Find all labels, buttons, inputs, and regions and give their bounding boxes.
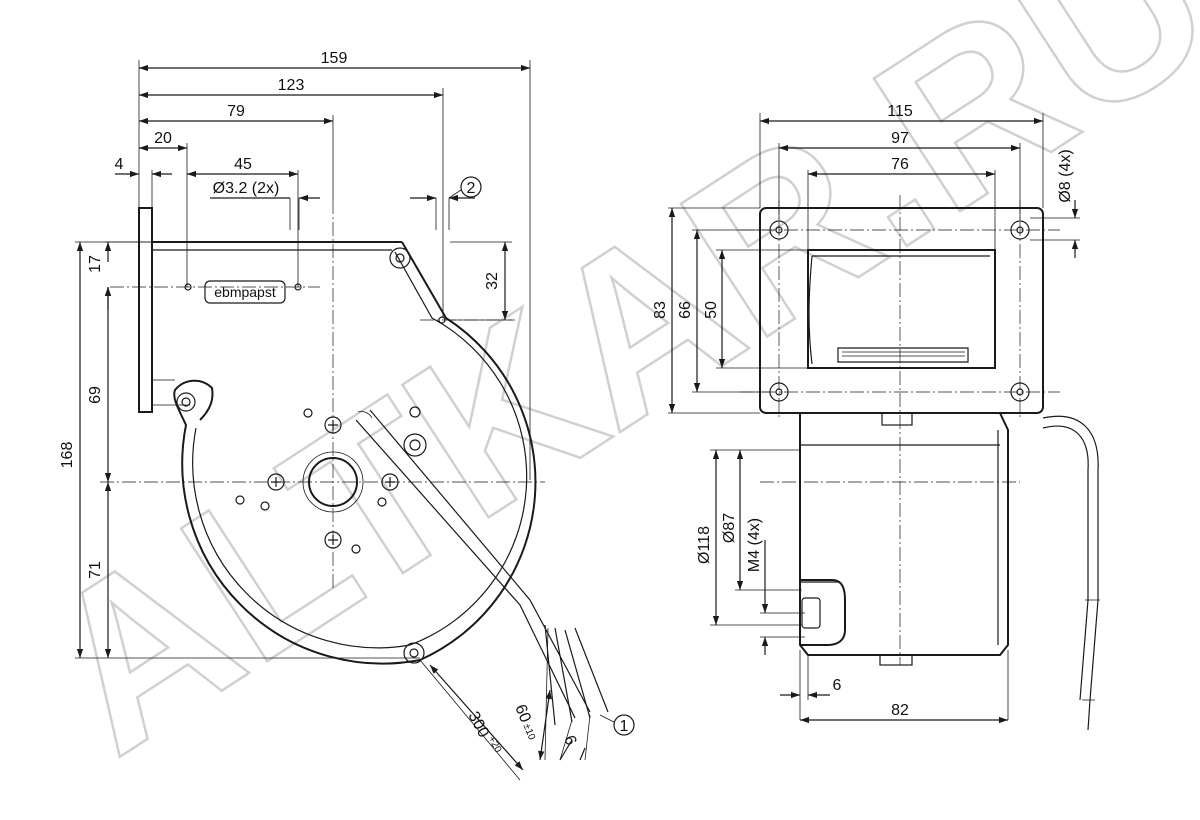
dim-dia-87: Ø87 <box>721 513 738 543</box>
cable-wires <box>544 624 609 726</box>
right-view: 115 97 76 Ø8 (4x) 83 66 50 Ø118 Ø87 M4 (… <box>652 103 1100 731</box>
dim-17: 17 <box>87 255 104 273</box>
dim-32: 32 <box>484 272 501 290</box>
ebmpapst-logo-plate <box>204 280 286 304</box>
dim-168: 168 <box>59 442 76 469</box>
dim-66: 66 <box>677 301 694 319</box>
motor-foot <box>879 654 913 666</box>
callout-1 <box>613 714 635 736</box>
dim-45: 45 <box>234 156 252 173</box>
dim-83: 83 <box>652 301 669 319</box>
dim-50: 50 <box>703 301 720 319</box>
dim-69: 69 <box>87 386 104 404</box>
motor-tab <box>881 412 913 426</box>
dim-hole-dia: Ø3.2 (2x) <box>213 180 280 197</box>
dim-82: 82 <box>891 702 909 719</box>
mount-boss-bottom <box>403 642 425 664</box>
callout-2 <box>460 176 482 198</box>
cable-side <box>1042 415 1099 731</box>
dim-dia-118: Ø118 <box>696 526 713 564</box>
dim-20: 20 <box>154 130 172 147</box>
dim-m4: M4 (4x) <box>746 518 763 572</box>
motor-body <box>799 412 1009 656</box>
callout-1-label: 1 <box>620 718 629 735</box>
dim-4: 4 <box>115 156 124 173</box>
dim-79: 79 <box>227 103 245 120</box>
dim-strip-tolerance: ±10 <box>521 722 538 742</box>
ebmpapst-logo: ebmpapst <box>214 284 276 300</box>
dim-6-bracket: 6 <box>833 677 842 694</box>
mount-bracket <box>800 579 846 646</box>
dim-76: 76 <box>891 156 909 173</box>
mount-boss-top <box>389 247 411 269</box>
dim-97: 97 <box>891 130 909 147</box>
dim-dia-8: Ø8 (4x) <box>1057 149 1074 202</box>
callout-2-label: 2 <box>467 180 476 197</box>
mounting-flange <box>138 207 153 413</box>
dim-strip-length: 60 <box>511 702 533 725</box>
dim-71: 71 <box>87 561 104 579</box>
dim-cable-length: 300 <box>464 709 492 741</box>
dim-115: 115 <box>887 103 913 120</box>
dim-159: 159 <box>321 50 348 67</box>
mount-boss-left <box>176 392 196 412</box>
dim-6-wire: 6 <box>560 733 579 748</box>
fan-housing-outline <box>173 241 537 665</box>
left-view: ebmpapst <box>59 50 635 781</box>
dim-cable-tolerance: +20 <box>486 734 504 755</box>
outlet-opening <box>807 249 996 369</box>
dim-123: 123 <box>278 77 305 94</box>
